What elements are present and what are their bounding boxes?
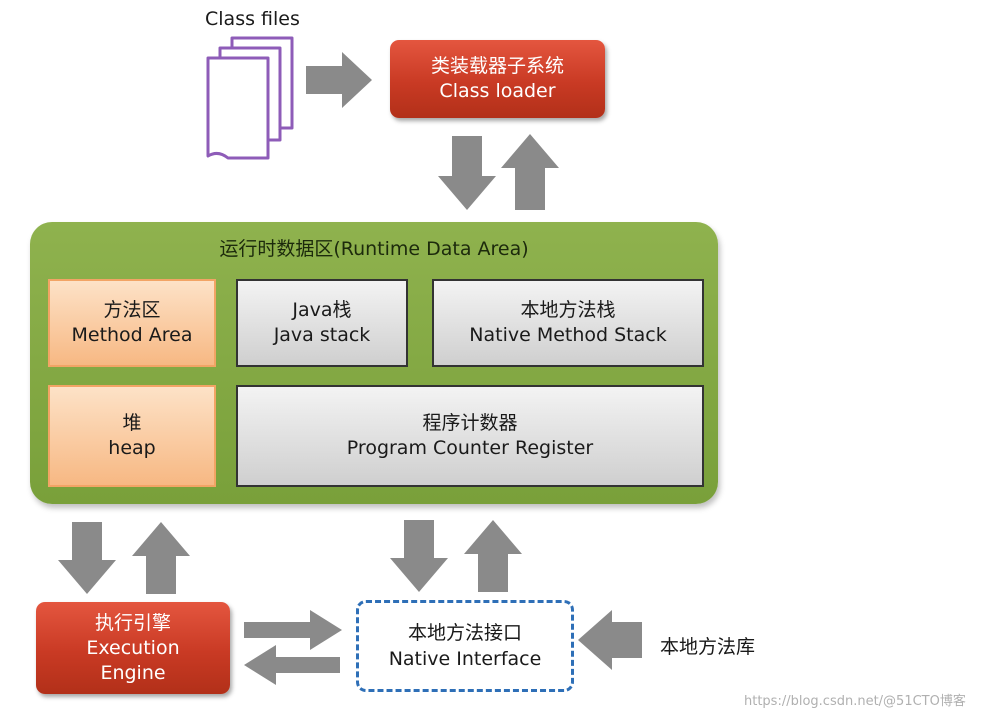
arrow-up-icon: [501, 134, 559, 210]
program-counter-en: Program Counter Register: [346, 437, 594, 459]
execution-engine-en-2: Engine: [100, 661, 166, 684]
native-method-stack-box: 本地方法栈 Native Method Stack: [432, 279, 704, 367]
class-loader-title-cn: 类装载器子系统: [430, 55, 564, 77]
method-area-cn: 方法区: [103, 299, 161, 321]
execution-engine-box: 执行引擎 Execution Engine: [36, 602, 230, 694]
heap-cn: 堆: [122, 412, 142, 434]
runtime-data-area-title: 运行时数据区(Runtime Data Area): [219, 238, 529, 260]
program-counter-cn: 程序计数器: [422, 412, 518, 434]
heap-box: 堆 heap: [48, 385, 216, 487]
arrow-up-icon: [464, 520, 522, 592]
java-stack-cn: Java栈: [292, 299, 352, 321]
arrow-up-icon: [132, 522, 190, 594]
execution-engine-cn: 执行引擎: [94, 611, 171, 634]
class-files-icon: [206, 36, 294, 160]
java-stack-box: Java栈 Java stack: [236, 279, 408, 367]
native-interface-en: Native Interface: [388, 648, 542, 670]
arrow-down-icon: [438, 136, 496, 210]
arrow-right-icon: [244, 610, 342, 650]
watermark-text: https://blog.csdn.net/@51CTO博客: [744, 694, 966, 709]
class-loader-title-en: Class loader: [439, 80, 556, 102]
native-interface-box: 本地方法接口 Native Interface: [356, 600, 574, 692]
java-stack-en: Java stack: [273, 324, 371, 346]
arrow-right-icon: [306, 52, 372, 108]
arrow-left-icon: [244, 645, 340, 685]
arrow-down-icon: [58, 522, 116, 594]
arrow-down-icon: [390, 520, 448, 592]
class-loader-box: 类装载器子系统 Class loader: [390, 40, 605, 118]
native-library-label: 本地方法库: [660, 636, 756, 658]
method-area-box: 方法区 Method Area: [48, 279, 216, 367]
class-files-label: Class files: [205, 8, 300, 30]
program-counter-box: 程序计数器 Program Counter Register: [236, 385, 704, 487]
runtime-data-area: 运行时数据区(Runtime Data Area) 方法区 Method Are…: [30, 222, 718, 504]
arrow-left-icon: [578, 610, 642, 670]
execution-engine-en-1: Execution: [86, 636, 180, 659]
native-method-stack-en: Native Method Stack: [469, 324, 667, 346]
method-area-en: Method Area: [71, 324, 193, 346]
native-interface-cn: 本地方法接口: [407, 622, 522, 644]
heap-en: heap: [108, 437, 156, 459]
native-method-stack-cn: 本地方法栈: [520, 299, 616, 321]
